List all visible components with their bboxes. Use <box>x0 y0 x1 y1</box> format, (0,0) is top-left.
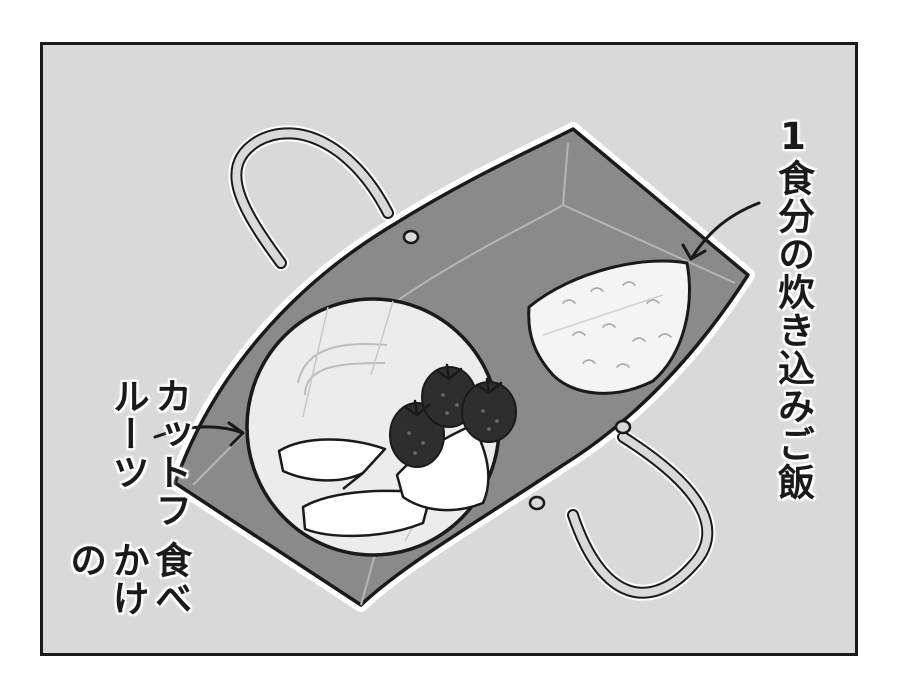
fruit-caption-line-1: 食べかけの <box>63 540 192 617</box>
fruit-pointer-arrow-icon <box>153 421 245 447</box>
bag-handle-front-icon <box>565 429 716 601</box>
comic-panel: 1食分の炊き込みご飯 食べかけの カットフルーツ <box>40 42 858 656</box>
rice-pointer-arrow-icon <box>681 201 761 261</box>
fruit-caption-line-2: カットフルーツ <box>106 377 192 529</box>
lunch-bag-illustration <box>153 122 761 612</box>
rice-caption: 1食分の炊き込みご飯 <box>771 115 815 501</box>
strawberries-icon <box>389 363 517 468</box>
fruit-caption: 食べかけの カットフルーツ <box>63 377 192 653</box>
rice-ball-icon <box>527 259 691 395</box>
bag-handle-back-icon <box>228 125 396 271</box>
